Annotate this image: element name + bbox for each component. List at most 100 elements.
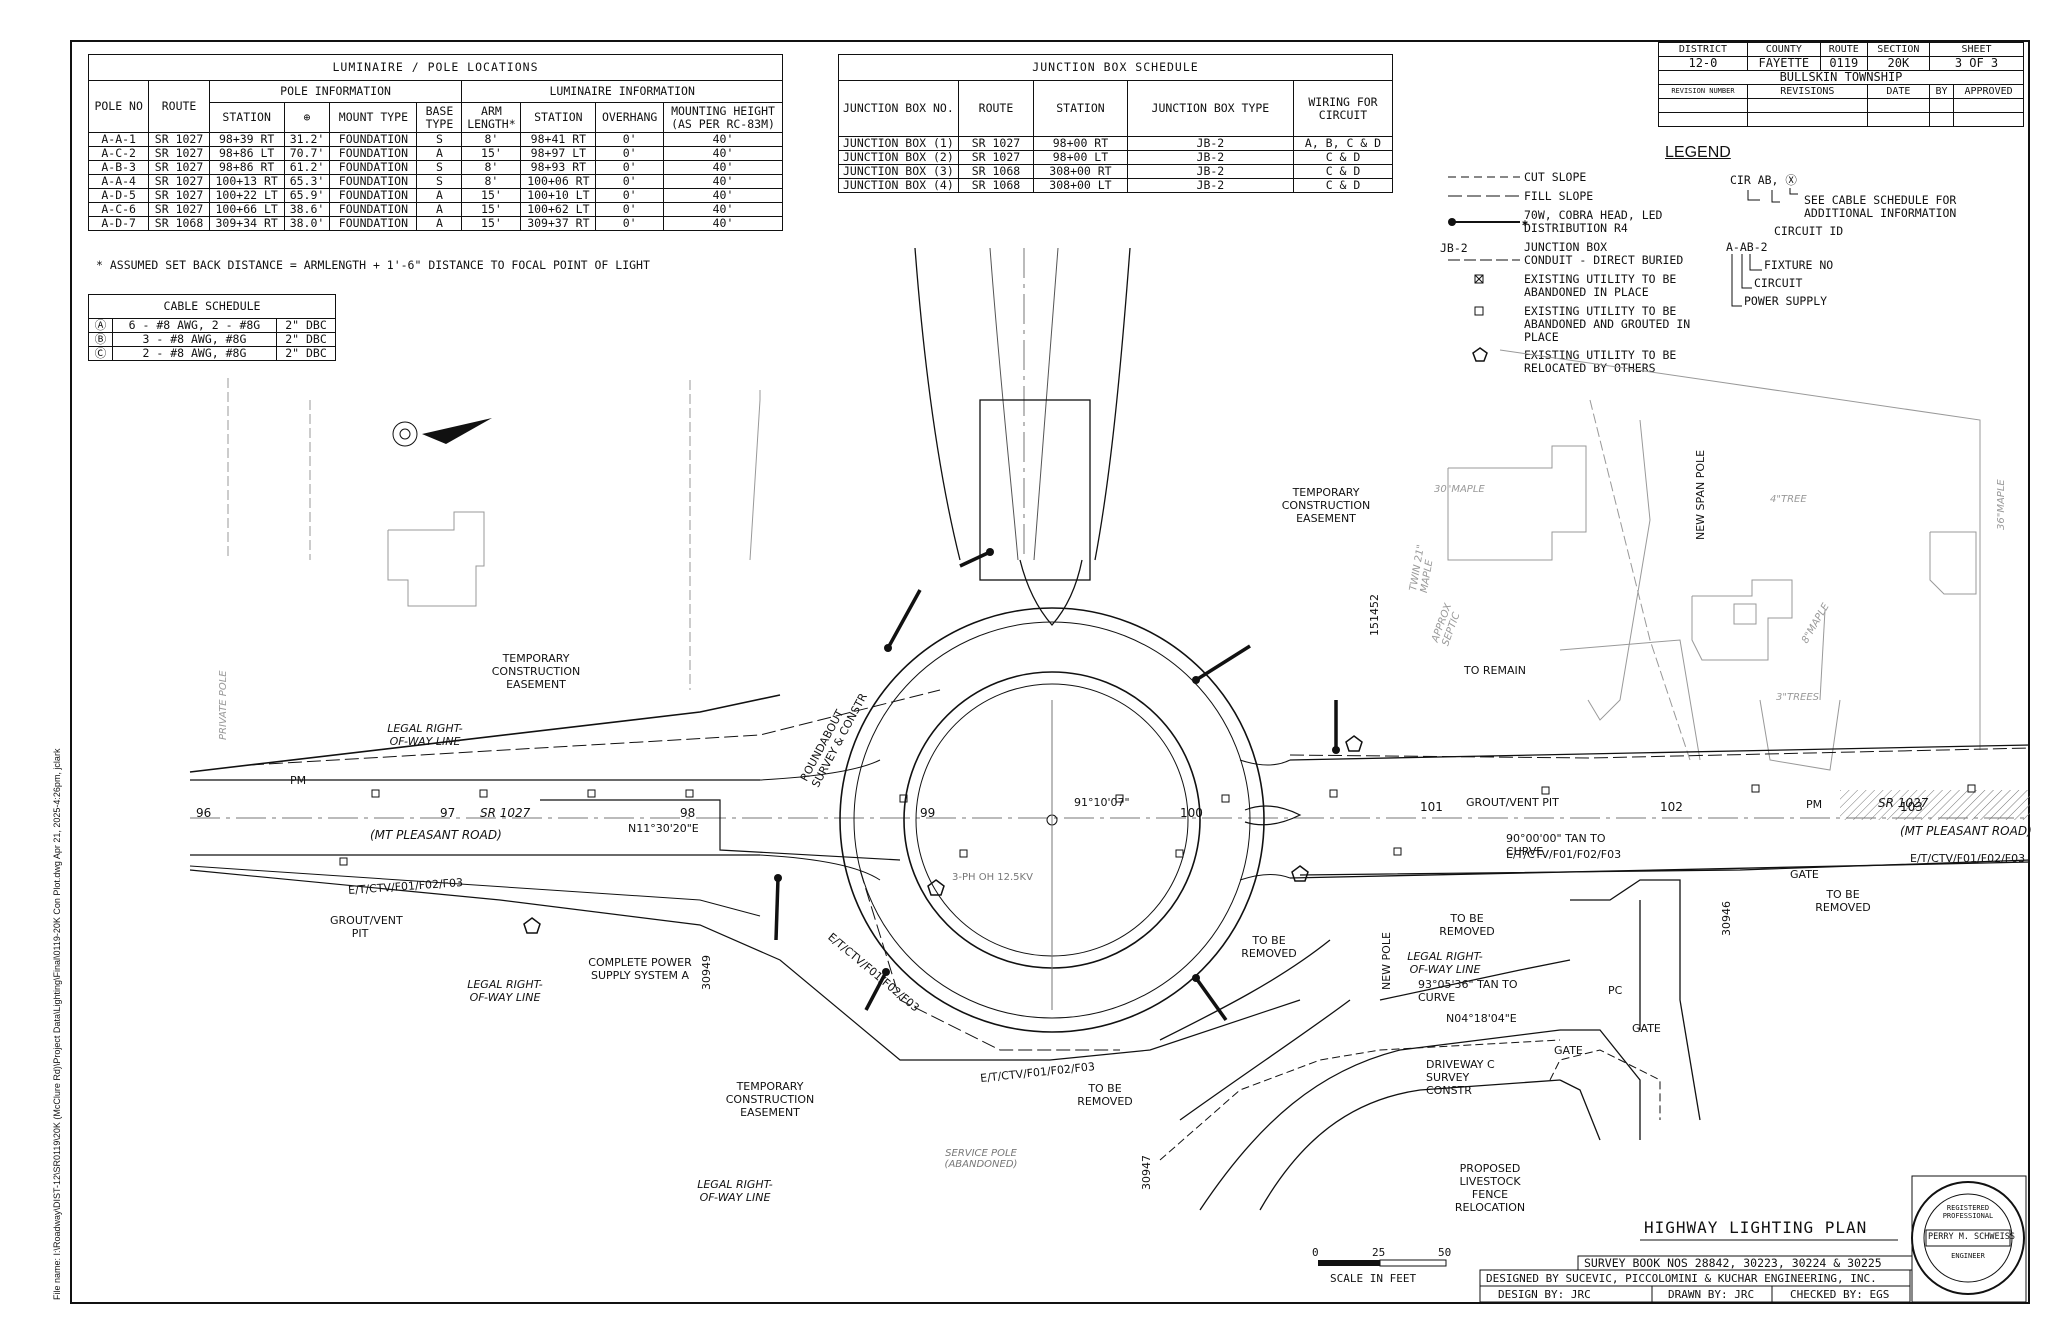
table-cell: 309+34 RT	[208, 216, 285, 231]
title-block: DISTRICT COUNTY ROUTE SECTION SHEET 12-0…	[1658, 42, 2024, 127]
label-grout-west: GROUT/VENT PIT	[330, 914, 403, 940]
label-utility-code-east: E/T/CTV/F01/F02/F03	[1910, 852, 2026, 865]
col-mount-type: MOUNT TYPE	[329, 102, 418, 133]
legend-cut-slope: CUT SLOPE	[1524, 170, 1587, 184]
col-jb-station: STATION	[1033, 80, 1128, 137]
table-cell: 40'	[663, 202, 783, 217]
table-cell: C & D	[1293, 164, 1393, 179]
survey-book: SURVEY BOOK NOS 28842, 30223, 30224 & 30…	[1584, 1256, 1882, 1270]
scale-label: SCALE IN FEET	[1330, 1272, 1417, 1285]
table-cell: FOUNDATION	[329, 174, 418, 189]
legend-title: LEGEND	[1665, 144, 1731, 161]
table-cell: SR 1027	[957, 150, 1035, 165]
label-to-be-removed-4: TO BE REMOVED	[1815, 888, 1871, 914]
table-cell: 2 - #8 AWG, #8G	[111, 346, 277, 361]
table-cell: A-B-3	[87, 160, 150, 175]
key-fixture-no: FIXTURE NO	[1764, 258, 1834, 272]
table-cell: JB-2	[1126, 178, 1295, 193]
table-cell: 309+37 RT	[520, 216, 597, 231]
key-lines	[1731, 188, 1798, 307]
label-gate-3: GATE	[1790, 868, 1819, 881]
luminaire-pole-table: LUMINAIRE / POLE LOCATIONS POLE NO ROUTE…	[87, 54, 783, 231]
north-arrow-icon	[392, 418, 492, 447]
label-to-remain: TO REMAIN	[1464, 664, 1526, 677]
col-jb-wiring: WIRING FOR CIRCUIT	[1293, 80, 1393, 137]
scale-tick-0: 0	[1312, 1246, 1319, 1259]
station-label: 102	[1660, 800, 1683, 814]
table-cell: 98+00 LT	[1033, 150, 1128, 165]
col-route: ROUTE	[148, 80, 210, 133]
legend: LEGEND ✱ CUT SLOPE FILL SLOPE 70W, COBRA…	[1440, 140, 2030, 380]
table-cell: FOUNDATION	[329, 216, 418, 231]
table-cell: A, B, C & D	[1293, 136, 1393, 151]
drawn-by: DRAWN BY: JRC	[1668, 1288, 1755, 1301]
table-cell: SR 1068	[148, 216, 210, 231]
table-cell: 61.2'	[283, 160, 331, 175]
key-circuit-id: CIRCUIT ID	[1774, 224, 1844, 238]
label-service-pole: SERVICE POLE (ABANDONED)	[944, 1148, 1018, 1170]
luminaire-info-group: LUMINAIRE INFORMATION	[461, 80, 783, 103]
table-cell: 98+41 RT	[520, 132, 597, 147]
junction-box-table: JUNCTION BOX SCHEDULE JUNCTION BOX NO. R…	[838, 54, 1393, 193]
setback-footnote: * ASSUMED SET BACK DISTANCE = ARMLENGTH …	[96, 258, 650, 272]
tb-district-label: DISTRICT	[1658, 42, 1748, 57]
tb-sheet: 3 OF 3	[1929, 56, 2024, 71]
label-driveway-c: DRIVEWAY C SURVEY CONSTR	[1426, 1058, 1495, 1097]
table-cell: 2" DBC	[275, 346, 337, 361]
table-cell: 100+66 LT	[208, 202, 285, 217]
label-to-be-removed-2: TO BE REMOVED	[1241, 934, 1297, 960]
key-cir: CIR AB, Ⓧ	[1730, 173, 1797, 187]
station-label: 103	[1900, 800, 1923, 814]
table-cell: SR 1027	[148, 146, 210, 161]
label-legal-row-4: LEGAL RIGHT-OF-WAY LINE	[1407, 950, 1483, 976]
legend-abandoned: EXISTING UTILITY TO BE ABANDONED IN PLAC…	[1524, 272, 1677, 299]
label-30946: 30946	[1720, 901, 1733, 936]
cable-schedule-title: CABLE SCHEDULE	[88, 294, 336, 319]
table-cell: 65.9'	[283, 188, 331, 203]
table-cell: JB-2	[1126, 150, 1295, 165]
label-utility-code-mid: E/T/CTV/F01/F02/F03	[1506, 848, 1622, 861]
table-cell: 0'	[595, 160, 664, 175]
table-cell: 308+00 RT	[1033, 164, 1128, 179]
engineer-seal-icon	[1911, 1175, 2027, 1303]
col-base-type: BASE TYPE	[416, 102, 463, 133]
table-cell: 100+22 LT	[208, 188, 285, 203]
label-tan-curve-2: 93°05'36" TAN TO CURVE	[1418, 978, 1518, 1004]
table-cell: 15'	[461, 216, 522, 231]
label-sr1027-east: SR 1027	[1878, 796, 1929, 810]
label-grout-east: GROUT/VENT PIT	[1466, 796, 1559, 809]
table-cell: 2" DBC	[275, 318, 337, 333]
scale-bar	[1318, 1259, 1447, 1267]
label-mt-pleasant-east: (MT PLEASANT ROAD)	[1900, 824, 2032, 838]
station-label: 97	[440, 806, 456, 820]
label-new-span-pole: NEW SPAN POLE	[1694, 449, 1707, 540]
col-offset-symbol: ⊕	[283, 102, 331, 133]
table-cell: 3 - #8 AWG, #8G	[111, 332, 277, 347]
key-power-supply: POWER SUPPLY	[1744, 294, 1828, 308]
legend-jb-symbol: JB-2	[1440, 241, 1468, 255]
label-gate-2: GATE	[1632, 1022, 1661, 1035]
design-by: DESIGN BY: JRC	[1498, 1288, 1591, 1301]
label-pm-west: PM	[290, 774, 307, 787]
legend-conduit: CONDUIT - DIRECT BURIED	[1524, 253, 1684, 267]
table-cell: A-A-4	[87, 174, 150, 189]
col-lum-station: STATION	[520, 102, 597, 133]
station-label: 101	[1420, 800, 1443, 814]
scale-tick-25: 25	[1372, 1246, 1386, 1259]
station-label: 96	[196, 806, 212, 820]
table-cell: 100+06 RT	[520, 174, 597, 189]
col-jb-route: ROUTE	[957, 80, 1035, 137]
seal-top-text: REGISTERED PROFESSIONAL	[1942, 1204, 1994, 1220]
label-private-pole: PRIVATE POLE	[218, 670, 229, 740]
station-label: 100	[1180, 806, 1203, 820]
label-temp-easement-north: TEMPORARY CONSTRUCTION EASEMENT	[1281, 486, 1371, 525]
